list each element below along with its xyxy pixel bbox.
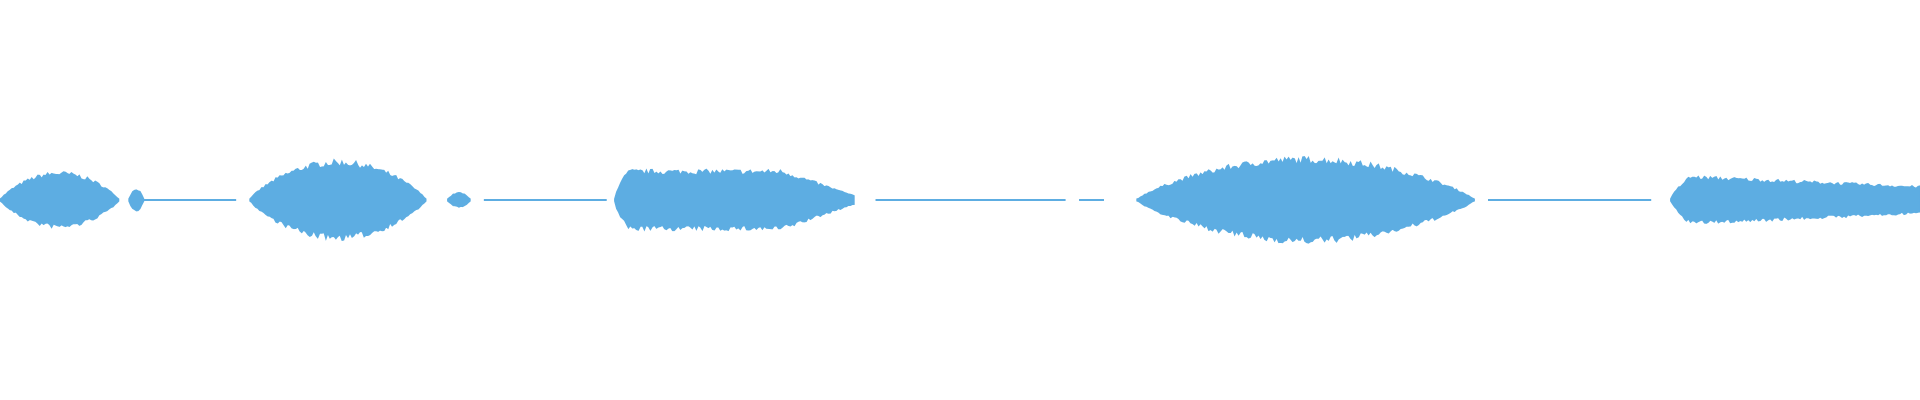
waveform-burst [447,191,471,208]
waveform-burst [128,189,145,212]
waveform-burst [0,171,120,229]
waveform-burst [249,158,427,242]
waveform-burst [1136,156,1475,244]
waveform-burst [614,168,855,232]
waveform-burst [1670,175,1920,224]
waveform-segments [0,156,1920,244]
